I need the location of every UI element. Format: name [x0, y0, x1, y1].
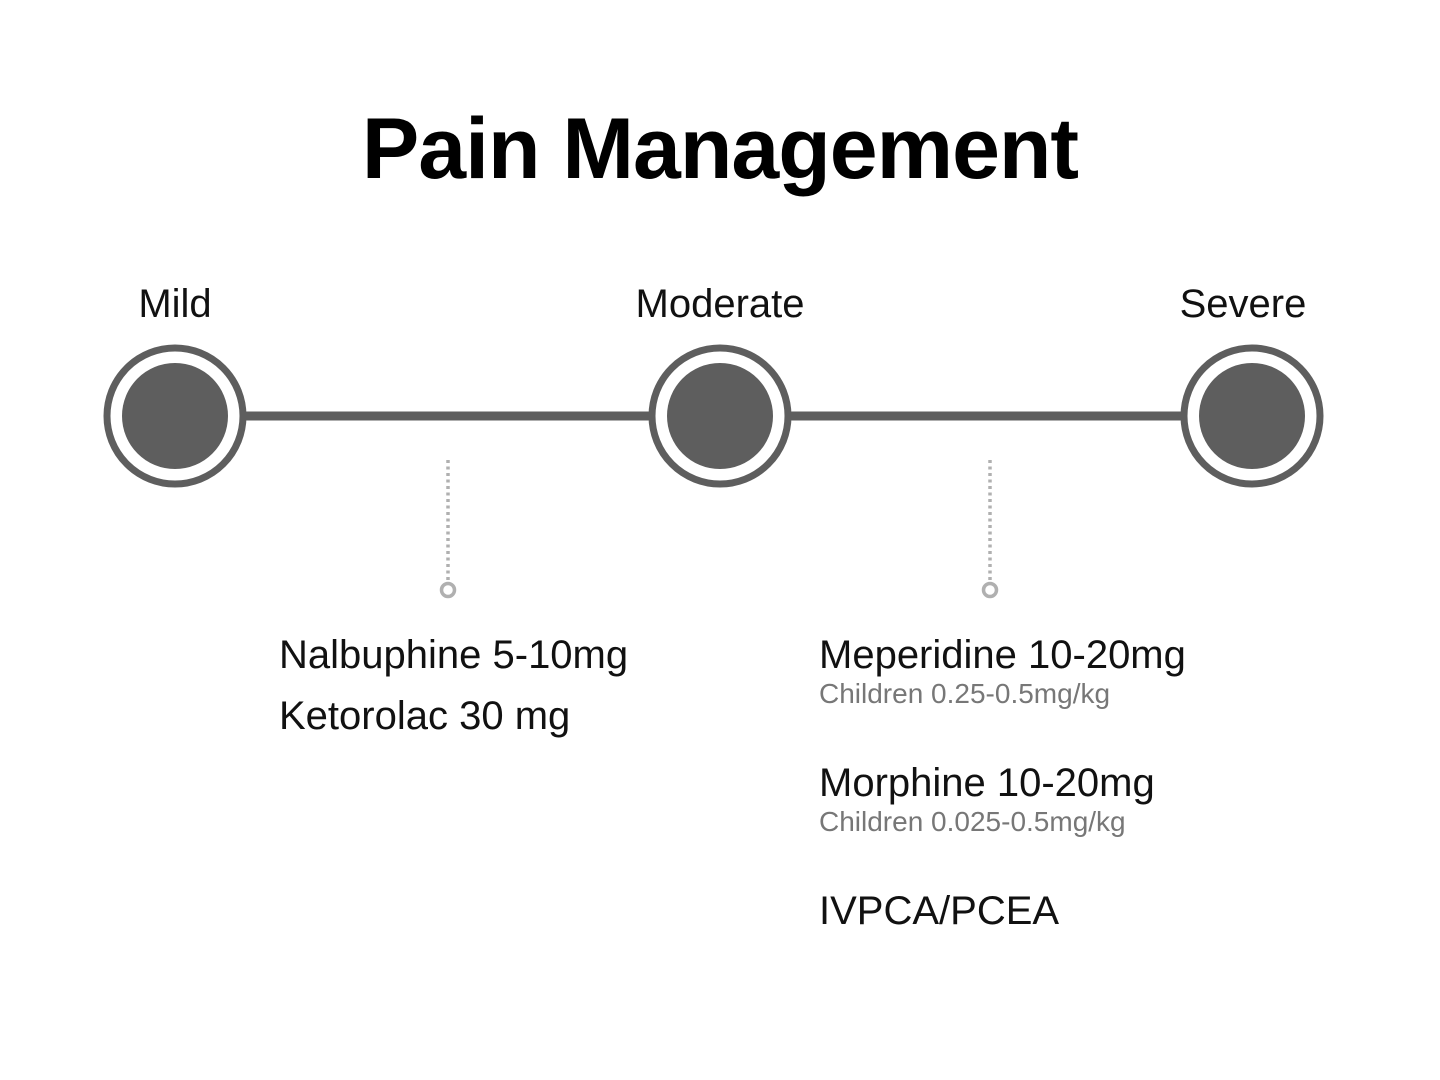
connector-end-dot	[439, 581, 457, 599]
drug-item-meperidine: Meperidine 10-20mg Children 0.25-0.5mg/k…	[819, 632, 1186, 710]
connector-moderate-severe	[981, 460, 999, 599]
drug-dose-note: Children 0.25-0.5mg/kg	[819, 678, 1111, 709]
level-label-severe: Severe	[1179, 282, 1307, 326]
drug-item-morphine: Morphine 10-20mg Children 0.025-0.5mg/kg	[819, 760, 1155, 838]
drug-name: Meperidine 10-20mg	[819, 633, 1186, 677]
drug-dose-note: Children 0.025-0.5mg/kg	[819, 806, 1126, 837]
connector-mild-moderate	[439, 460, 457, 599]
drug-name: Ketorolac 30 mg	[279, 694, 571, 738]
drug-item-ketorolac: Ketorolac 30 mg	[279, 693, 570, 739]
node-moderate	[648, 344, 792, 488]
drug-name: Morphine 10-20mg	[819, 761, 1155, 805]
drug-item-nalbuphine: Nalbuphine 5-10mg	[279, 632, 628, 678]
connector-end-dot	[981, 581, 999, 599]
drug-name: IVPCA/PCEA	[819, 889, 1060, 933]
drug-name: Nalbuphine 5-10mg	[279, 633, 629, 677]
drug-item-ivpca-pcea: IVPCA/PCEA	[819, 888, 1059, 934]
level-label-moderate: Moderate	[635, 282, 805, 326]
node-mild	[103, 344, 247, 488]
page-title: Pain Management	[361, 101, 1079, 197]
level-label-mild: Mild	[138, 282, 212, 326]
node-severe	[1180, 344, 1324, 488]
